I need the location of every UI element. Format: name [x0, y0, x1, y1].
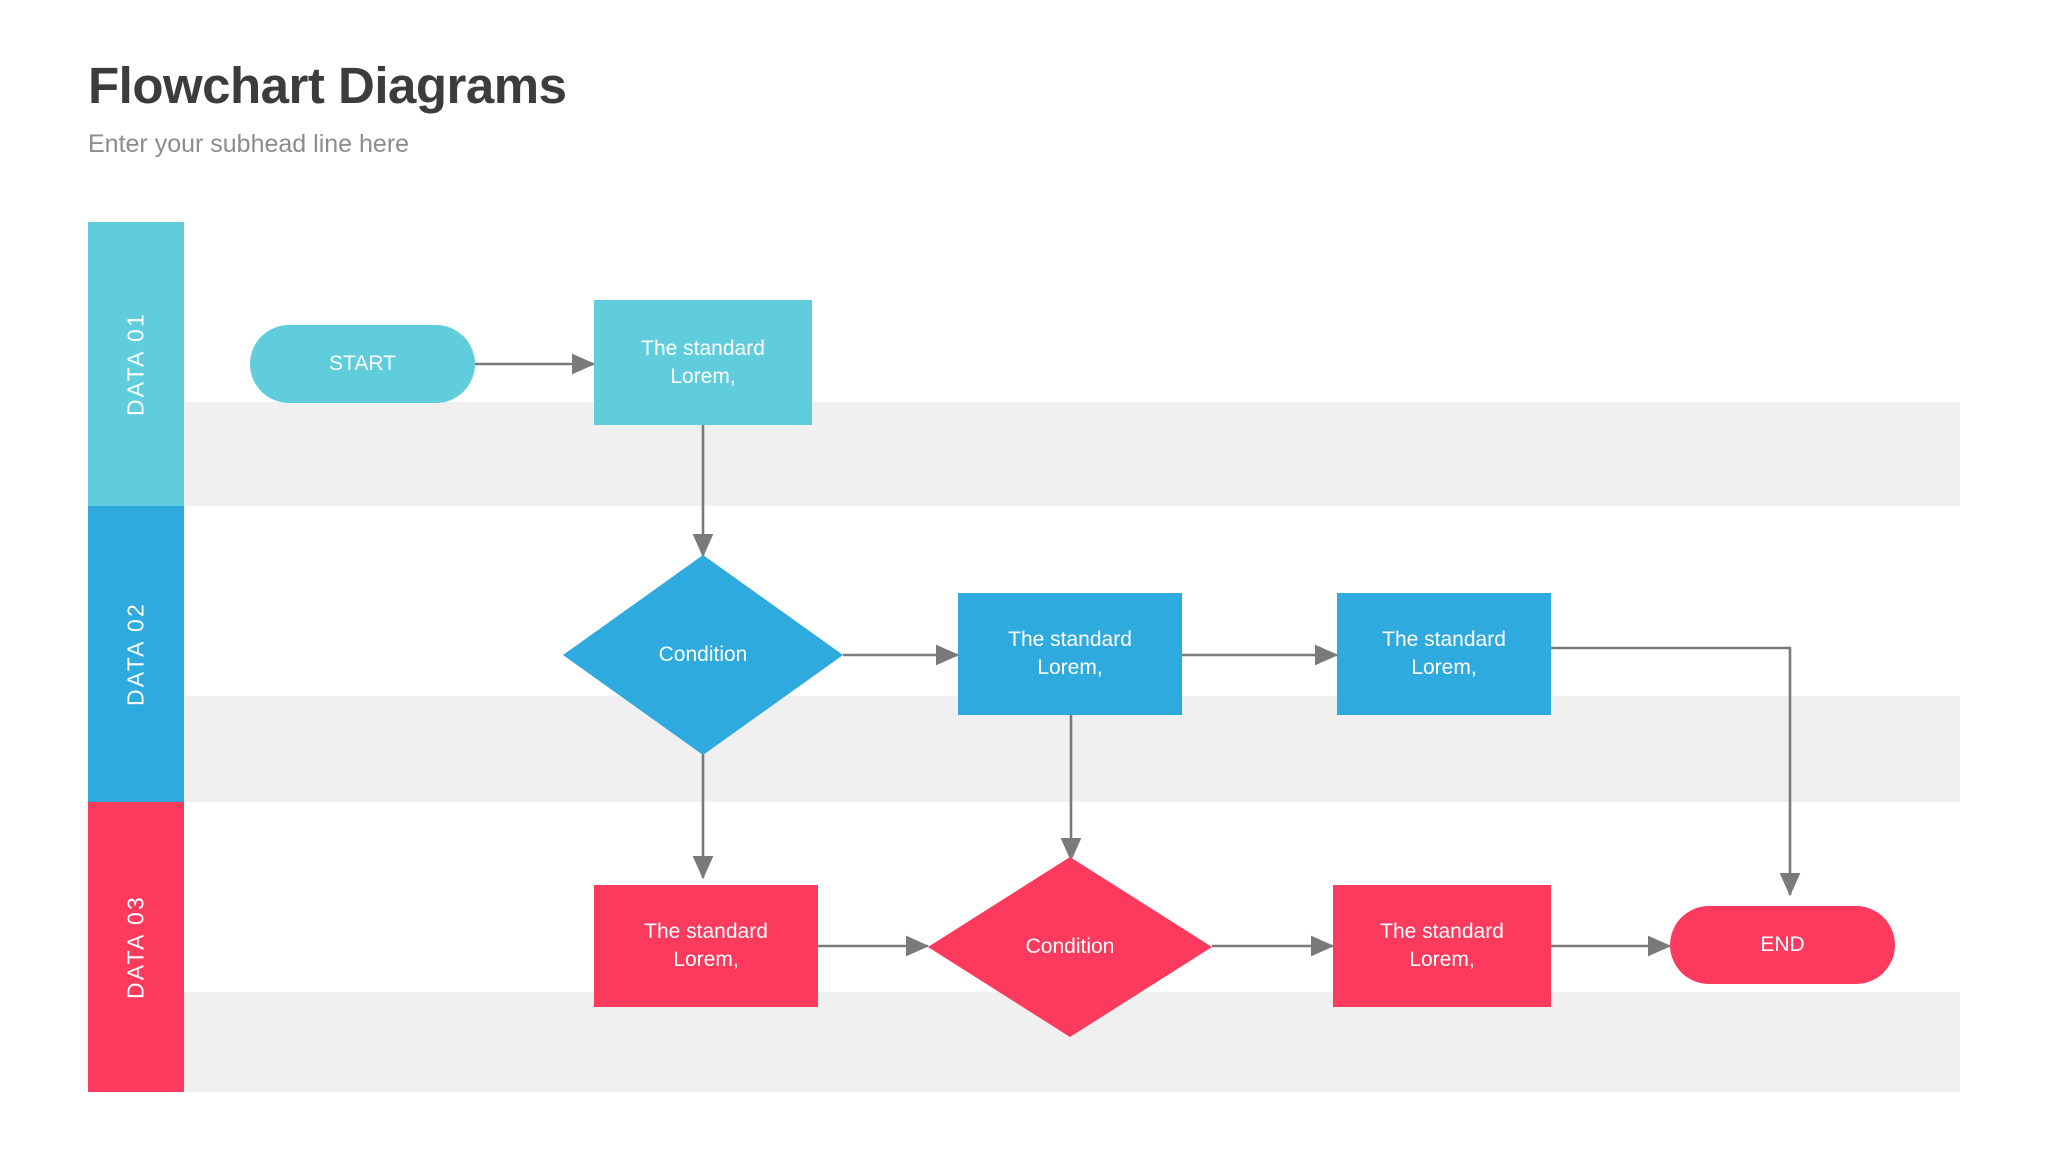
- node-lane2-process-a[interactable]: The standard Lorem,: [958, 593, 1182, 715]
- lane-band-data-01: DATA 01: [88, 222, 184, 506]
- lane-band-data-03: DATA 03: [88, 802, 184, 1092]
- node-lane3-process-a[interactable]: The standard Lorem,: [594, 885, 818, 1007]
- node-start-label: START: [329, 352, 396, 376]
- node-lane2-process-a-label: The standard Lorem,: [1008, 628, 1132, 679]
- lane-label-data-02: DATA 02: [122, 601, 149, 707]
- header: Flowchart Diagrams Enter your subhead li…: [88, 57, 1288, 159]
- node-lane1-process-label: The standard Lorem,: [641, 336, 765, 388]
- node-lane2-process-b[interactable]: The standard Lorem,: [1337, 593, 1551, 715]
- node-end-label: END: [1760, 933, 1805, 957]
- lane-label-data-03: DATA 03: [122, 894, 149, 1000]
- page-title: Flowchart Diagrams: [88, 57, 567, 114]
- diamond-shape-lane3: [928, 857, 1212, 1037]
- page-subhead: Enter your subhead line here: [88, 130, 410, 159]
- node-end[interactable]: END: [1670, 906, 1895, 984]
- node-lane3-condition-label: Condition: [1025, 935, 1115, 958]
- node-lane2-condition-label: Condition: [658, 643, 748, 666]
- node-start[interactable]: START: [250, 325, 475, 403]
- lane-band-data-02: DATA 02: [88, 506, 184, 802]
- node-lane3-process-b-label: The standard Lorem,: [1380, 920, 1504, 971]
- lane-label-data-01: DATA 01: [122, 311, 149, 417]
- node-lane3-process-b[interactable]: The standard Lorem,: [1333, 885, 1551, 1007]
- node-lane1-process[interactable]: The standard Lorem,: [594, 300, 812, 425]
- node-lane3-process-a-label: The standard Lorem,: [644, 920, 768, 971]
- node-lane2-process-b-label: The standard Lorem,: [1382, 628, 1506, 679]
- diamond-shape-lane2: [563, 555, 843, 755]
- node-lane3-condition[interactable]: Condition: [928, 857, 1212, 1037]
- node-lane2-condition[interactable]: Condition: [563, 555, 843, 755]
